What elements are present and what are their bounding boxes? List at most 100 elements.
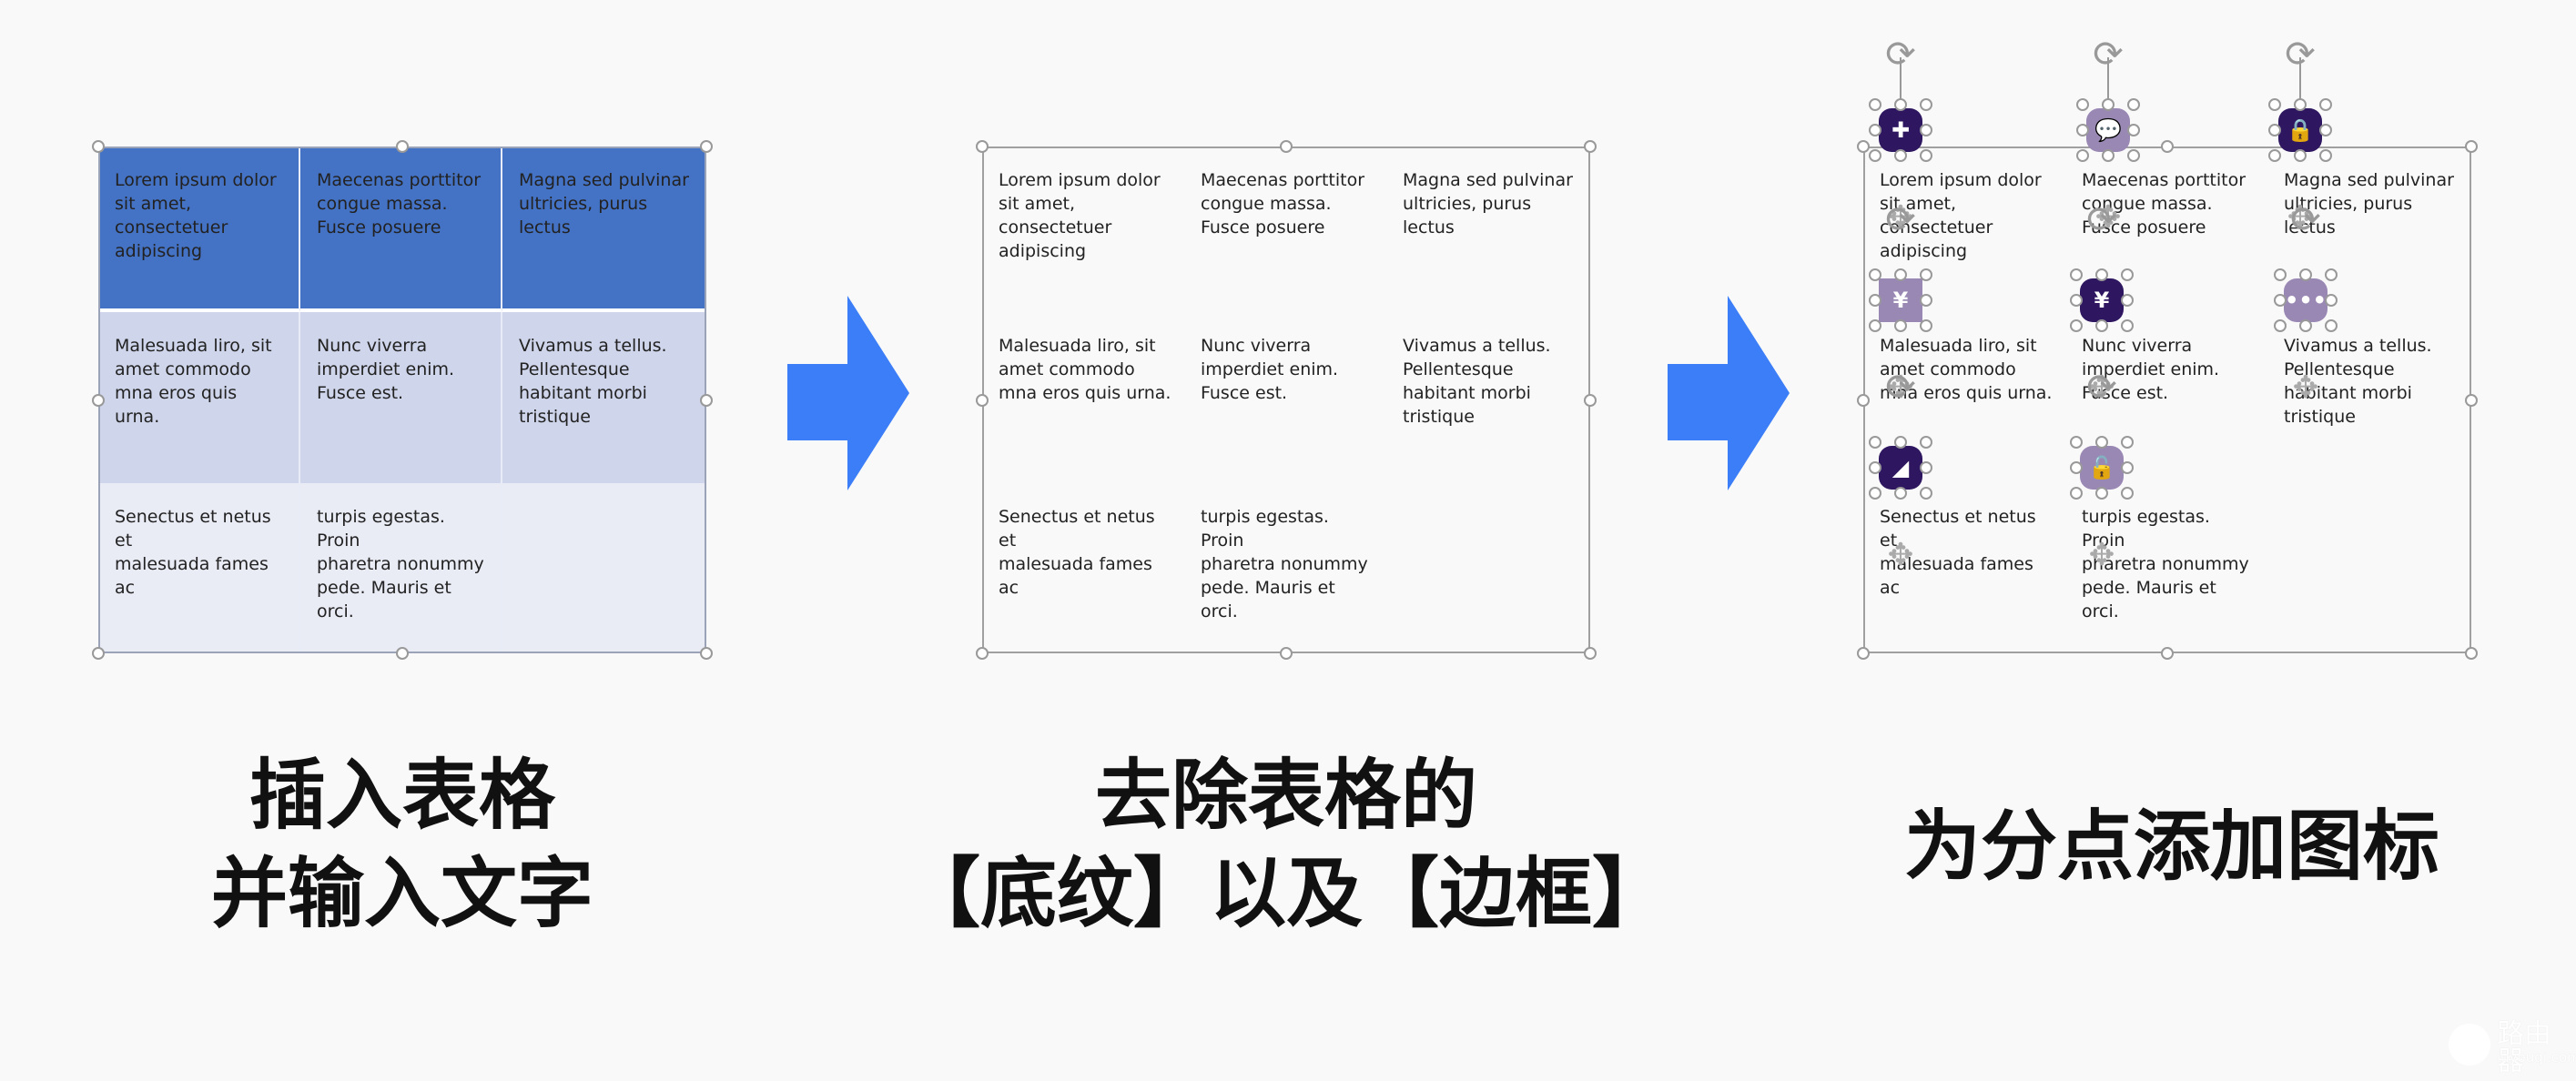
plain-table[interactable]: Lorem ipsum dolor sit amet, consectetuer… — [976, 140, 1597, 660]
resize-handle[interactable] — [92, 647, 105, 660]
icon-resize-handle[interactable] — [1894, 487, 1907, 500]
table-cell[interactable]: Nunc viverra imperdiet enim. Fusce est. — [300, 312, 502, 483]
icon-resize-handle[interactable] — [2076, 98, 2089, 111]
icon-resize-handle[interactable] — [1920, 98, 1932, 111]
rotate-handle-icon[interactable]: ⟳ — [1885, 34, 1916, 76]
resize-handle[interactable] — [1280, 140, 1293, 153]
table-cell[interactable]: Senectus et netus et malesuada fames ac — [98, 483, 300, 653]
icon-resize-handle[interactable] — [2319, 149, 2332, 162]
table-cell[interactable]: Malesuada liro, sit amet commodo mna ero… — [98, 312, 300, 483]
table-cell[interactable]: Maecenas porttitor congue massa. Fusce p… — [2082, 170, 2246, 237]
move-handle-icon[interactable]: ✥ — [2088, 537, 2115, 573]
resize-handle[interactable] — [2465, 647, 2478, 660]
icon-resize-handle[interactable] — [2121, 487, 2134, 500]
rotate-handle-icon[interactable]: ⟳ — [1885, 199, 1916, 241]
horn-icon[interactable]: ◢ — [1875, 442, 1926, 493]
chat-bubble-icon[interactable]: ••• — [2280, 275, 2331, 326]
table-cell[interactable] — [502, 483, 706, 653]
move-handle-icon[interactable]: ✥ — [2287, 199, 2314, 236]
icon-resize-handle[interactable] — [2070, 268, 2083, 281]
icon-resize-handle[interactable] — [2319, 98, 2332, 111]
rotate-handle-icon[interactable]: ⟳ — [2086, 199, 2117, 241]
styled-table[interactable]: Lorem ipsum dolor sit amet, consectetuer… — [92, 140, 713, 660]
icon-resize-handle[interactable] — [2070, 461, 2083, 474]
table-cell[interactable]: Maecenas porttitor congue massa. Fusce p… — [1201, 170, 1365, 237]
rotate-handle-icon[interactable]: ⟳ — [2285, 34, 2316, 76]
yen-shield-icon[interactable]: ¥ — [2076, 275, 2127, 326]
icon-resize-handle[interactable] — [1869, 294, 1881, 307]
rotate-handle-icon[interactable]: ⟳ — [1885, 367, 1916, 409]
icon-resize-handle[interactable] — [2294, 149, 2307, 162]
icon-resize-handle[interactable] — [2294, 98, 2307, 111]
move-handle-icon[interactable]: ✥ — [1887, 369, 1914, 406]
icon-resize-handle[interactable] — [1920, 268, 1932, 281]
icon-resize-handle[interactable] — [2095, 319, 2108, 332]
icon-resize-handle[interactable] — [2095, 268, 2108, 281]
icon-resize-handle[interactable] — [1894, 319, 1907, 332]
wechat-icon[interactable]: 💬 — [2083, 105, 2134, 156]
table-cell[interactable]: Lorem ipsum dolor sit amet, consectetuer… — [999, 170, 1161, 261]
icon-resize-handle[interactable] — [2268, 149, 2281, 162]
table-cell[interactable]: Lorem ipsum dolor sit amet, consectetuer… — [98, 146, 300, 312]
icon-resize-handle[interactable] — [2121, 268, 2134, 281]
icon-resize-handle[interactable] — [2274, 268, 2287, 281]
move-handle-icon[interactable]: ✥ — [2088, 369, 2115, 406]
icon-resize-handle[interactable] — [2095, 487, 2108, 500]
icon-resize-handle[interactable] — [1869, 98, 1881, 111]
icon-resize-handle[interactable] — [1920, 461, 1932, 474]
table-cell[interactable]: Lorem ipsum dolor sit amet, consectetuer… — [1880, 170, 2042, 261]
resize-handle[interactable] — [2161, 647, 2174, 660]
icon-resize-handle[interactable] — [2268, 98, 2281, 111]
table-cell[interactable]: Nunc viverra imperdiet enim. Fusce est. — [2082, 336, 2220, 403]
resize-handle[interactable] — [1584, 394, 1597, 407]
icon-resize-handle[interactable] — [1920, 436, 1932, 449]
table-cell[interactable]: turpis egestas. Proin pharetra nonummy p… — [2082, 507, 2249, 621]
icon-resize-handle[interactable] — [1869, 461, 1881, 474]
table-cell[interactable]: Malesuada liro, sit amet commodo mna ero… — [999, 336, 1171, 403]
resize-handle[interactable] — [2465, 394, 2478, 407]
resize-handle[interactable] — [1280, 647, 1293, 660]
icon-resize-handle[interactable] — [1869, 124, 1881, 136]
resize-handle[interactable] — [92, 394, 105, 407]
icon-resize-handle[interactable] — [2268, 124, 2281, 136]
resize-handle[interactable] — [700, 647, 713, 660]
table-cell[interactable]: Magna sed pulvinar ultricies, purus lect… — [2284, 170, 2454, 237]
icon-resize-handle[interactable] — [2325, 319, 2338, 332]
icon-resize-handle[interactable] — [2070, 487, 2083, 500]
icon-resize-handle[interactable] — [2274, 319, 2287, 332]
icon-resize-handle[interactable] — [2121, 319, 2134, 332]
resize-handle[interactable] — [2161, 140, 2174, 153]
table-cell[interactable]: Senectus et netus et malesuada fames ac — [1880, 507, 2036, 598]
table-cell[interactable]: Magna sed pulvinar ultricies, purus lect… — [1403, 170, 1573, 237]
icon-resize-handle[interactable] — [2070, 319, 2083, 332]
table-cell[interactable]: Nunc viverra imperdiet enim. Fusce est. — [1201, 336, 1339, 403]
lock-icon[interactable]: 🔒 — [2275, 105, 2326, 156]
table-cell[interactable]: Malesuada liro, sit amet commodo mna ero… — [1880, 336, 2053, 403]
resize-handle[interactable] — [976, 140, 989, 153]
resize-handle[interactable] — [1857, 140, 1870, 153]
icon-resize-handle[interactable] — [2070, 294, 2083, 307]
icon-table[interactable]: Lorem ipsum dolor sit amet, consectetuer… — [1857, 140, 2478, 660]
icon-resize-handle[interactable] — [1869, 487, 1881, 500]
icon-resize-handle[interactable] — [2102, 149, 2115, 162]
resize-handle[interactable] — [1584, 647, 1597, 660]
icon-resize-handle[interactable] — [1894, 268, 1907, 281]
table-cell[interactable]: Maecenas porttitor congue massa. Fusce p… — [300, 146, 502, 312]
table-cell[interactable]: turpis egestas. Proin pharetra nonummy p… — [300, 483, 502, 653]
icon-resize-handle[interactable] — [2095, 436, 2108, 449]
gift-icon[interactable]: ✚ — [1875, 105, 1926, 156]
icon-resize-handle[interactable] — [2121, 461, 2134, 474]
resize-handle[interactable] — [1857, 394, 1870, 407]
icon-resize-handle[interactable] — [2102, 98, 2115, 111]
move-handle-icon[interactable]: ✥ — [2292, 369, 2319, 406]
unlock-icon[interactable]: 🔓 — [2076, 442, 2127, 493]
icon-resize-handle[interactable] — [2319, 124, 2332, 136]
resize-handle[interactable] — [1857, 647, 1870, 660]
icon-resize-handle[interactable] — [1920, 487, 1932, 500]
rotate-handle-icon[interactable]: ⟳ — [2093, 34, 2124, 76]
resize-handle[interactable] — [700, 140, 713, 153]
icon-resize-handle[interactable] — [2127, 98, 2140, 111]
icon-resize-handle[interactable] — [2274, 294, 2287, 307]
resize-handle[interactable] — [2465, 140, 2478, 153]
move-handle-icon[interactable]: ✥ — [2094, 199, 2122, 236]
